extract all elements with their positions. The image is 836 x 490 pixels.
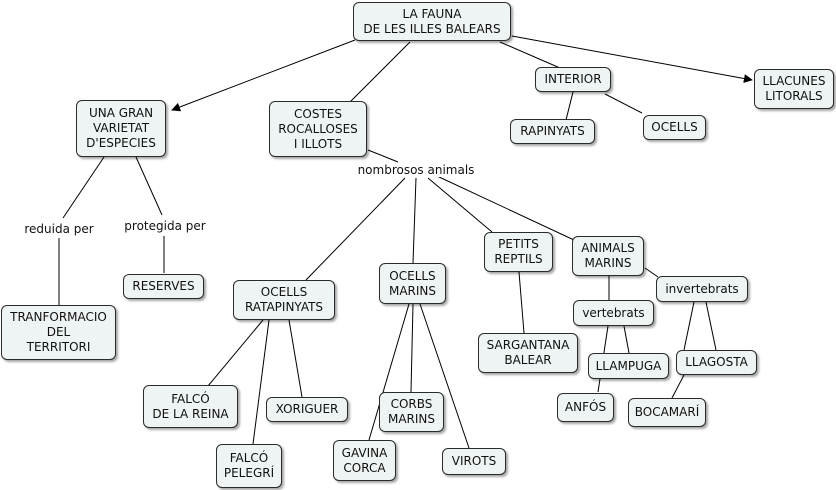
node-ocells-marins[interactable]: OCELLS MARINS (379, 263, 446, 304)
node-corbs-marins[interactable]: CORBS MARINS (379, 392, 444, 432)
node-gavina-corca[interactable]: GAVINA CORCA (333, 440, 396, 481)
node-llampuga[interactable]: LLAMPUGA (588, 353, 669, 379)
edge-animals-invertebrats (644, 267, 659, 278)
node-ocells-ratapinyats[interactable]: OCELLS RATAPINYATS (233, 280, 335, 320)
edge-interior-ocells (604, 93, 643, 114)
node-petits-reptils[interactable]: PETITS REPTILS (484, 232, 553, 272)
node-virots[interactable]: VIROTS (442, 448, 506, 475)
edge-marins-corbs (410, 303, 414, 393)
edge-varietat-protegida (135, 156, 163, 216)
node-rapinyats[interactable]: RAPINYATS (510, 119, 595, 144)
node-tranformacio[interactable]: TRANFORMACIO DEL TERRITORI (1, 305, 116, 360)
node-vertebrats[interactable]: vertebrats (573, 300, 654, 326)
edge-ratapinyats-xoriguer (288, 319, 303, 398)
link-nombrosos-animals: nombrosos animals (356, 163, 476, 177)
node-sargantana[interactable]: SARGANTANA BALEAR (478, 333, 578, 373)
node-varietat[interactable]: UNA GRAN VARIETAT D'ESPECIES (76, 100, 166, 157)
node-reserves[interactable]: RESERVES (123, 274, 204, 299)
node-anfos[interactable]: ANFÓS (557, 393, 614, 422)
node-falco-reina[interactable]: FALCÓ DE LA REINA (143, 385, 238, 428)
edge-vertebrats-llampuga (623, 325, 630, 354)
link-reduida-per: reduida per (23, 222, 95, 236)
edge-costes-nombrosos (367, 149, 399, 163)
node-llacunes[interactable]: LLACUNES LITORALS (754, 69, 834, 109)
node-animals-marins[interactable]: ANIMALS MARINS (572, 236, 644, 276)
edge-nombrosos-reptils (427, 177, 493, 233)
edge-nombrosos-ratapinyats (305, 177, 406, 281)
node-root[interactable]: LA FAUNA DE LES ILLES BALEARS (353, 2, 511, 41)
edge-nombrosos-animals (436, 175, 575, 241)
node-interior[interactable]: INTERIOR (535, 67, 611, 92)
edge-marins-gavina (368, 303, 410, 441)
edge-marins-virots (419, 303, 470, 449)
edge-interior-rapinyats (565, 91, 574, 121)
edge-varietat-reduida (62, 156, 105, 219)
edge-root-costes (349, 41, 411, 103)
edge-invertebrats-llagosta-a (683, 301, 695, 351)
node-bocamari[interactable]: BOCAMARÍ (628, 398, 706, 427)
edge-root-interior (499, 41, 561, 69)
node-costes[interactable]: COSTES ROCALLOSES I ILLOTS (269, 101, 367, 157)
node-ocells[interactable]: OCELLS (643, 115, 706, 140)
node-llagosta[interactable]: LLAGOSTA (676, 350, 757, 375)
node-falco-pelegri[interactable]: FALCÓ PELEGRÍ (216, 444, 282, 488)
edge-root-llacunes (511, 35, 753, 83)
edge-reptils-sargantana (518, 271, 525, 334)
node-xoriguer[interactable]: XORIGUER (266, 397, 348, 422)
edge-invertebrats-llagosta-b (705, 301, 717, 351)
edge-nombrosos-marins (412, 177, 417, 264)
edge-llagosta-bocamari (671, 374, 685, 399)
node-invertebrats[interactable]: invertebrats (656, 276, 748, 302)
edge-ratapinyats-reina (207, 319, 264, 387)
link-protegida-per: protegida per (123, 219, 207, 233)
edge-ratapinyats-pelegri (252, 319, 270, 445)
edge-root-varietat (171, 39, 356, 112)
